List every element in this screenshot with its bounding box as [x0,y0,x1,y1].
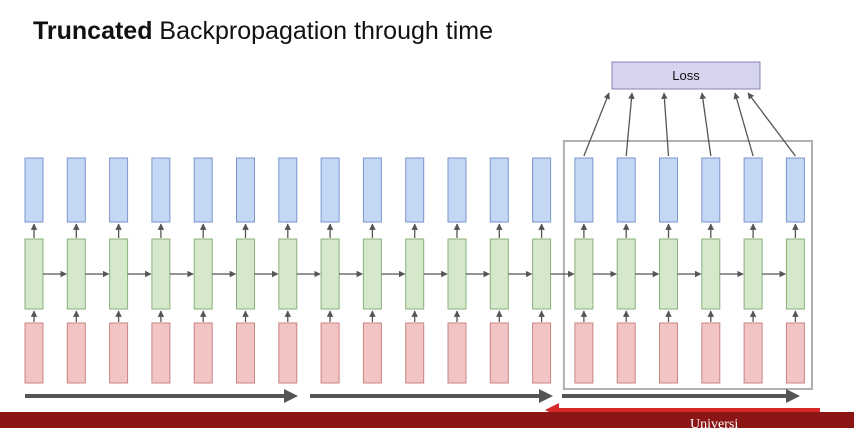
loss-box [611,61,761,90]
loss-label: Loss [672,68,700,83]
output-to-loss-arrow [625,92,635,157]
hidden-cell [405,238,425,310]
input-cell [659,322,678,384]
forward-pass-arrow-2 [310,389,553,403]
output-cell [405,157,425,223]
hidden-cell [24,238,44,310]
output-cell [24,157,44,223]
input-cell [489,322,509,384]
input-cell [447,322,467,384]
output-cell [151,157,171,223]
input-cell [193,322,213,384]
output-cell [362,157,382,223]
hidden-cell [278,238,298,310]
forward-pass-arrow-1 [25,389,298,403]
hidden-cell [574,238,594,310]
input-cell [109,322,129,384]
hidden-cell [743,238,763,310]
output-cell [532,157,552,223]
output-cell [489,157,509,223]
hidden-cell [616,238,636,310]
hidden-cell [447,238,467,310]
input-cell [701,322,721,384]
input-cell [66,322,86,384]
hidden-cell [109,238,129,310]
input-cell [24,322,44,384]
output-cell [447,157,467,223]
input-cell [362,322,382,384]
input-cell [785,322,805,384]
input-cell [743,322,763,384]
output-to-loss-arrow [733,92,754,157]
output-cell [193,157,213,223]
hidden-cell [151,238,171,310]
output-cell [236,157,255,223]
hidden-cell [236,238,255,310]
output-cell [616,157,636,223]
hidden-cell [193,238,213,310]
output-cell [701,157,721,223]
truncation-window-box [562,140,814,390]
footer-bar [0,412,854,428]
title-rest: Backpropagation through time [152,17,493,45]
hidden-cell [659,238,678,310]
output-cell [743,157,763,223]
hidden-cell [785,238,805,310]
output-cell [66,157,86,223]
input-cell [405,322,425,384]
input-cell [151,322,171,384]
output-to-loss-arrow [747,92,796,157]
input-cell [616,322,636,384]
input-cell [320,322,340,384]
output-cell [785,157,805,223]
output-cell [659,157,678,223]
output-cell [278,157,298,223]
input-cell [574,322,594,384]
output-to-loss-arrow [699,92,712,157]
input-cell [236,322,255,384]
hidden-cell [320,238,340,310]
output-to-loss-arrow [583,92,610,157]
output-cell [574,157,594,223]
hidden-cell [701,238,721,310]
input-cell [532,322,552,384]
forward-pass-arrow-3 [562,389,800,403]
hidden-cell [66,238,86,310]
output-to-loss-arrow [661,92,670,157]
hidden-cell [489,238,509,310]
input-cell [278,322,298,384]
hidden-cell [362,238,382,310]
output-cell [320,157,340,223]
title-bold: Truncated [33,17,153,45]
output-cell [109,157,129,223]
hidden-cell [532,238,552,310]
page-title: Truncated Backpropagation through time [33,17,493,46]
university-watermark: Universi [690,417,739,432]
